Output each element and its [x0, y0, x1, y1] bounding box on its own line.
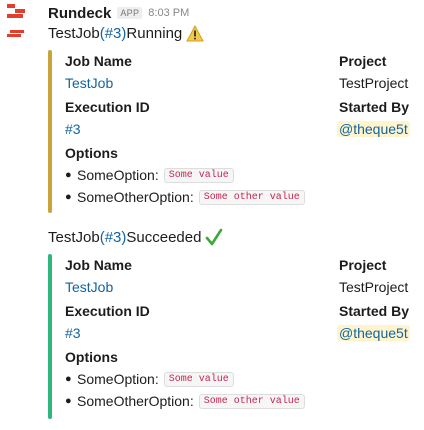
bullet: ●: [65, 395, 72, 407]
option-name: SomeOtherOption:: [77, 189, 194, 205]
option-name: SomeOtherOption:: [77, 393, 194, 409]
job-name-text: TestJob: [48, 24, 100, 42]
warning-icon: [186, 24, 205, 42]
job-name-value[interactable]: TestJob: [65, 279, 114, 295]
app-name[interactable]: Rundeck: [48, 4, 112, 22]
app-badge: APP: [117, 7, 143, 19]
green-checkmark-icon: [205, 228, 223, 246]
job-name-value[interactable]: TestJob: [65, 75, 114, 91]
option-value: Some other value: [198, 393, 305, 409]
option-item: ● SomeOption: Some value: [65, 371, 234, 387]
execution-link[interactable]: (#3): [99, 228, 127, 246]
bullet: ●: [65, 191, 72, 203]
started-by-label: Started By: [339, 303, 410, 319]
message-header: Rundeck APP 8:03 PM: [48, 3, 189, 23]
option-value: Some value: [163, 167, 234, 183]
status-text: Succeeded: [126, 228, 202, 246]
project-label: Project: [339, 53, 387, 69]
execution-id-value[interactable]: #3: [65, 325, 81, 341]
job-name-label: Job Name: [65, 257, 132, 273]
execution-id-label: Execution ID: [65, 99, 150, 115]
execution-link[interactable]: (#3): [99, 24, 127, 42]
job-name-text: TestJob: [48, 228, 100, 246]
project-value: TestProject: [339, 279, 409, 295]
option-name: SomeOption:: [77, 371, 159, 387]
job-name-label: Job Name: [65, 53, 132, 69]
status-text: Running: [126, 24, 183, 42]
attachment-bar: [48, 50, 52, 213]
project-value: TestProject: [339, 75, 409, 91]
bullet: ●: [65, 373, 72, 385]
rundeck-logo-icon: [6, 3, 32, 47]
started-by-label: Started By: [339, 99, 410, 115]
option-item: ● SomeOption: Some value: [65, 167, 234, 183]
option-value: Some value: [163, 371, 234, 387]
bullet: ●: [65, 169, 72, 181]
options-label: Options: [65, 145, 118, 161]
attachment-running: Job Name Project TestJob TestProject Exe…: [48, 50, 418, 213]
option-name: SomeOption:: [77, 167, 159, 183]
timestamp[interactable]: 8:03 PM: [148, 7, 190, 19]
message-running: TestJob (#3) Running: [48, 22, 205, 44]
options-label: Options: [65, 349, 118, 365]
option-item: ● SomeOtherOption: Some other value: [65, 393, 305, 409]
started-by-mention[interactable]: @theque5t: [337, 121, 410, 137]
message-succeeded: TestJob (#3) Succeeded: [48, 226, 223, 248]
execution-id-label: Execution ID: [65, 303, 150, 319]
attachment-succeeded: Job Name Project TestJob TestProject Exe…: [48, 254, 418, 419]
option-item: ● SomeOtherOption: Some other value: [65, 189, 305, 205]
option-value: Some other value: [198, 189, 305, 205]
started-by-mention[interactable]: @theque5t: [337, 325, 410, 341]
execution-id-value[interactable]: #3: [65, 121, 81, 137]
project-label: Project: [339, 257, 387, 273]
attachment-bar: [48, 254, 52, 419]
